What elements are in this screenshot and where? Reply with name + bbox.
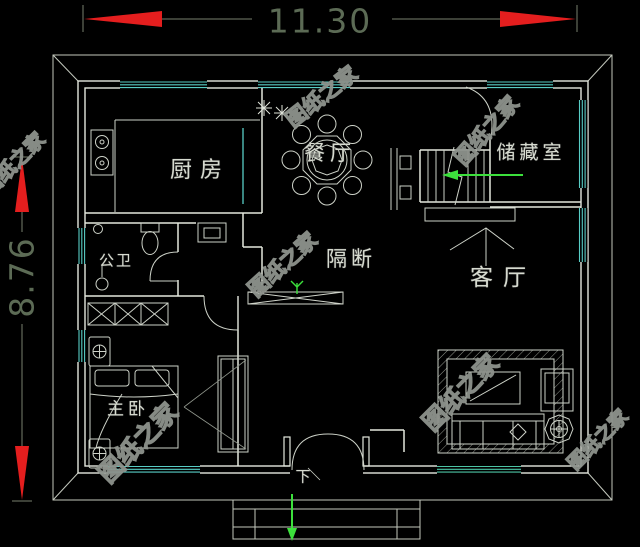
staircase bbox=[427, 146, 523, 206]
washbasin bbox=[197, 222, 227, 243]
tv-unit bbox=[424, 207, 516, 266]
entrance-steps bbox=[232, 500, 421, 540]
roof-overhang-outline bbox=[52, 54, 613, 501]
storage-door-arc bbox=[465, 86, 493, 138]
bed bbox=[89, 365, 179, 449]
shower-drain bbox=[95, 277, 109, 291]
window-kitchen-top bbox=[120, 79, 207, 90]
room-label-bathroom: 公卫 bbox=[98, 251, 134, 270]
side-table bbox=[544, 414, 574, 444]
toilet-tank bbox=[140, 222, 160, 233]
windows bbox=[76, 79, 588, 475]
sofa-set bbox=[437, 349, 574, 454]
bathroom-fixtures bbox=[93, 222, 227, 291]
bedroom-door-arc bbox=[203, 295, 239, 331]
sofa bbox=[451, 413, 545, 450]
dimension-annotations bbox=[12, 5, 578, 502]
dimension-width-label: 11.30 bbox=[267, 1, 373, 41]
entry-direction-arrow-icon bbox=[287, 467, 321, 541]
partition-screen bbox=[247, 280, 344, 305]
kitchen-fixtures bbox=[90, 119, 260, 212]
entrance-double-door bbox=[283, 433, 370, 475]
room-label-bedroom: 主卧 bbox=[107, 399, 149, 420]
room-label-dining: 餐厅 bbox=[304, 141, 356, 165]
cushion bbox=[509, 423, 527, 441]
window-bedroom-left bbox=[76, 330, 87, 362]
floor-drain bbox=[93, 224, 103, 234]
carpet bbox=[437, 349, 564, 454]
dimension-height-label: 8.76 bbox=[2, 236, 42, 318]
room-label-living: 客厅 bbox=[470, 265, 536, 291]
chandelier-star-icon bbox=[256, 100, 290, 121]
wardrobe bbox=[87, 302, 169, 326]
plant-icon bbox=[290, 280, 304, 294]
window-living-bottom bbox=[437, 464, 521, 475]
window-living-right bbox=[577, 208, 588, 262]
nightstand bbox=[88, 438, 111, 469]
room-label-partition: 隔断 bbox=[326, 247, 376, 271]
stair-direction-arrow-icon bbox=[442, 170, 523, 180]
window-storage-top bbox=[487, 79, 553, 90]
dining-table-set bbox=[281, 114, 373, 206]
pillow bbox=[94, 369, 130, 387]
door-swings bbox=[149, 86, 493, 331]
room-label-kitchen: 厨房 bbox=[169, 158, 231, 183]
coffee-table bbox=[465, 371, 521, 405]
window-dining-top bbox=[258, 79, 350, 90]
hall-shelf bbox=[390, 148, 412, 210]
closet bbox=[217, 355, 249, 453]
dimension-arrow-icon bbox=[15, 11, 576, 500]
window-bedroom-bottom bbox=[108, 464, 200, 475]
window-storage-right bbox=[577, 100, 588, 188]
armchair bbox=[540, 368, 574, 412]
pillow bbox=[134, 369, 170, 387]
bedroom-furniture bbox=[87, 302, 249, 469]
room-label-storage: 储藏室 bbox=[496, 141, 566, 164]
entry-down-label: 下 bbox=[295, 467, 311, 486]
toilet-bowl bbox=[141, 231, 159, 255]
bathroom-door-arc bbox=[149, 251, 179, 282]
window-bathroom-left bbox=[76, 228, 87, 264]
